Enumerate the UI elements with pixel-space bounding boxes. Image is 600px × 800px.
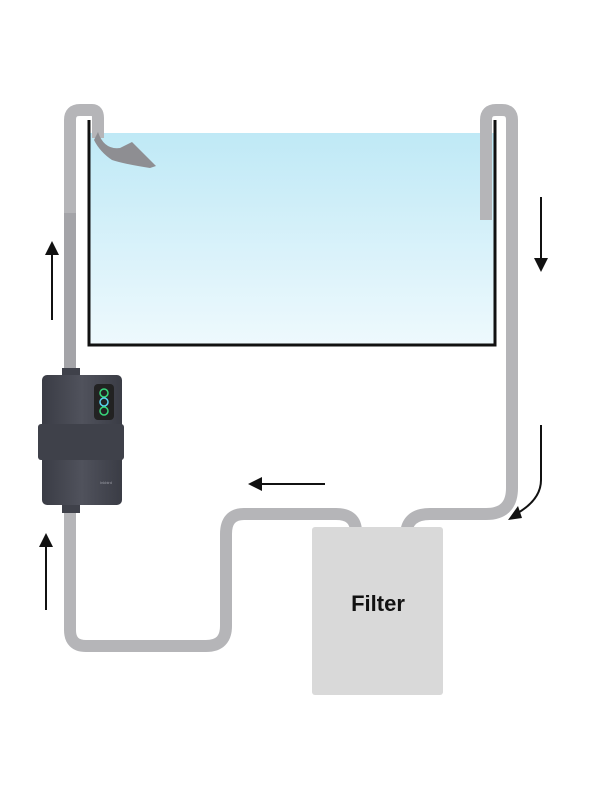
flow-arrows (39, 197, 548, 610)
heater-bottom-cap (62, 503, 80, 513)
tank-outline (87, 120, 497, 347)
arrow-up-bottom-icon (39, 533, 53, 610)
return-nozzle (94, 132, 156, 168)
arrow-left-icon (248, 477, 325, 491)
return-pipe-upper (64, 104, 104, 372)
heater-top-cap (62, 368, 80, 378)
display-ring-3 (99, 406, 109, 416)
filter-label: Filter (351, 591, 405, 616)
return-pipe-inner-shade (64, 213, 76, 373)
heater-unit: Inkbird (38, 368, 124, 513)
heater-brand: Inkbird (100, 480, 112, 485)
arrow-curve-down-left-icon (508, 425, 542, 520)
arrow-down-right-icon (534, 197, 548, 272)
filter-output-pipe (64, 508, 362, 652)
intake-pipe (400, 104, 518, 537)
display-ring-1 (99, 388, 109, 398)
filter-box (312, 527, 443, 695)
heater-band (38, 424, 124, 460)
arrow-up-top-icon (45, 241, 59, 320)
tank-water (89, 133, 495, 345)
display-ring-2 (99, 397, 109, 407)
heater-display (94, 384, 114, 420)
